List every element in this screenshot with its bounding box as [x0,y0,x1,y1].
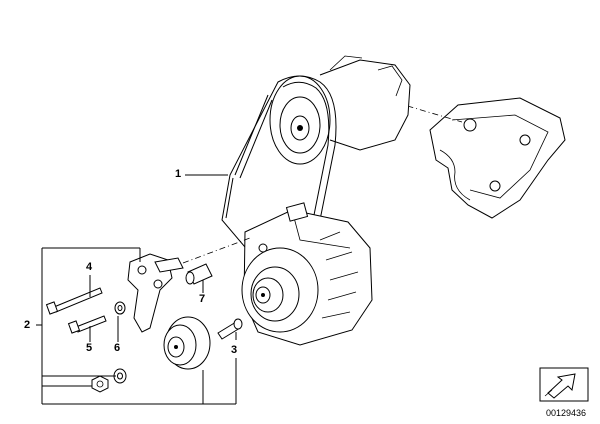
bolt-3 [217,318,243,340]
nut-and-washer [91,368,127,393]
callout-3: 3 [231,344,238,356]
tension-pulley [163,316,211,370]
callout-4: 4 [86,261,93,273]
ac-compressor [269,55,411,165]
bolt-4 [45,287,103,315]
arrow-badge-icon[interactable] [539,367,589,402]
leader-lines [36,174,237,405]
washer-6 [114,301,126,315]
sleeve-7 [185,263,213,285]
callout-5: 5 [86,342,93,354]
callout-2: 2 [24,319,31,331]
callout-7: 7 [199,293,206,305]
alternator [241,202,373,346]
diagram-code: 00129436 [546,408,587,418]
bolt-5 [67,315,107,334]
callout-1: 1 [175,168,182,180]
mounting-bracket [127,237,251,333]
callout-6: 6 [114,342,121,354]
